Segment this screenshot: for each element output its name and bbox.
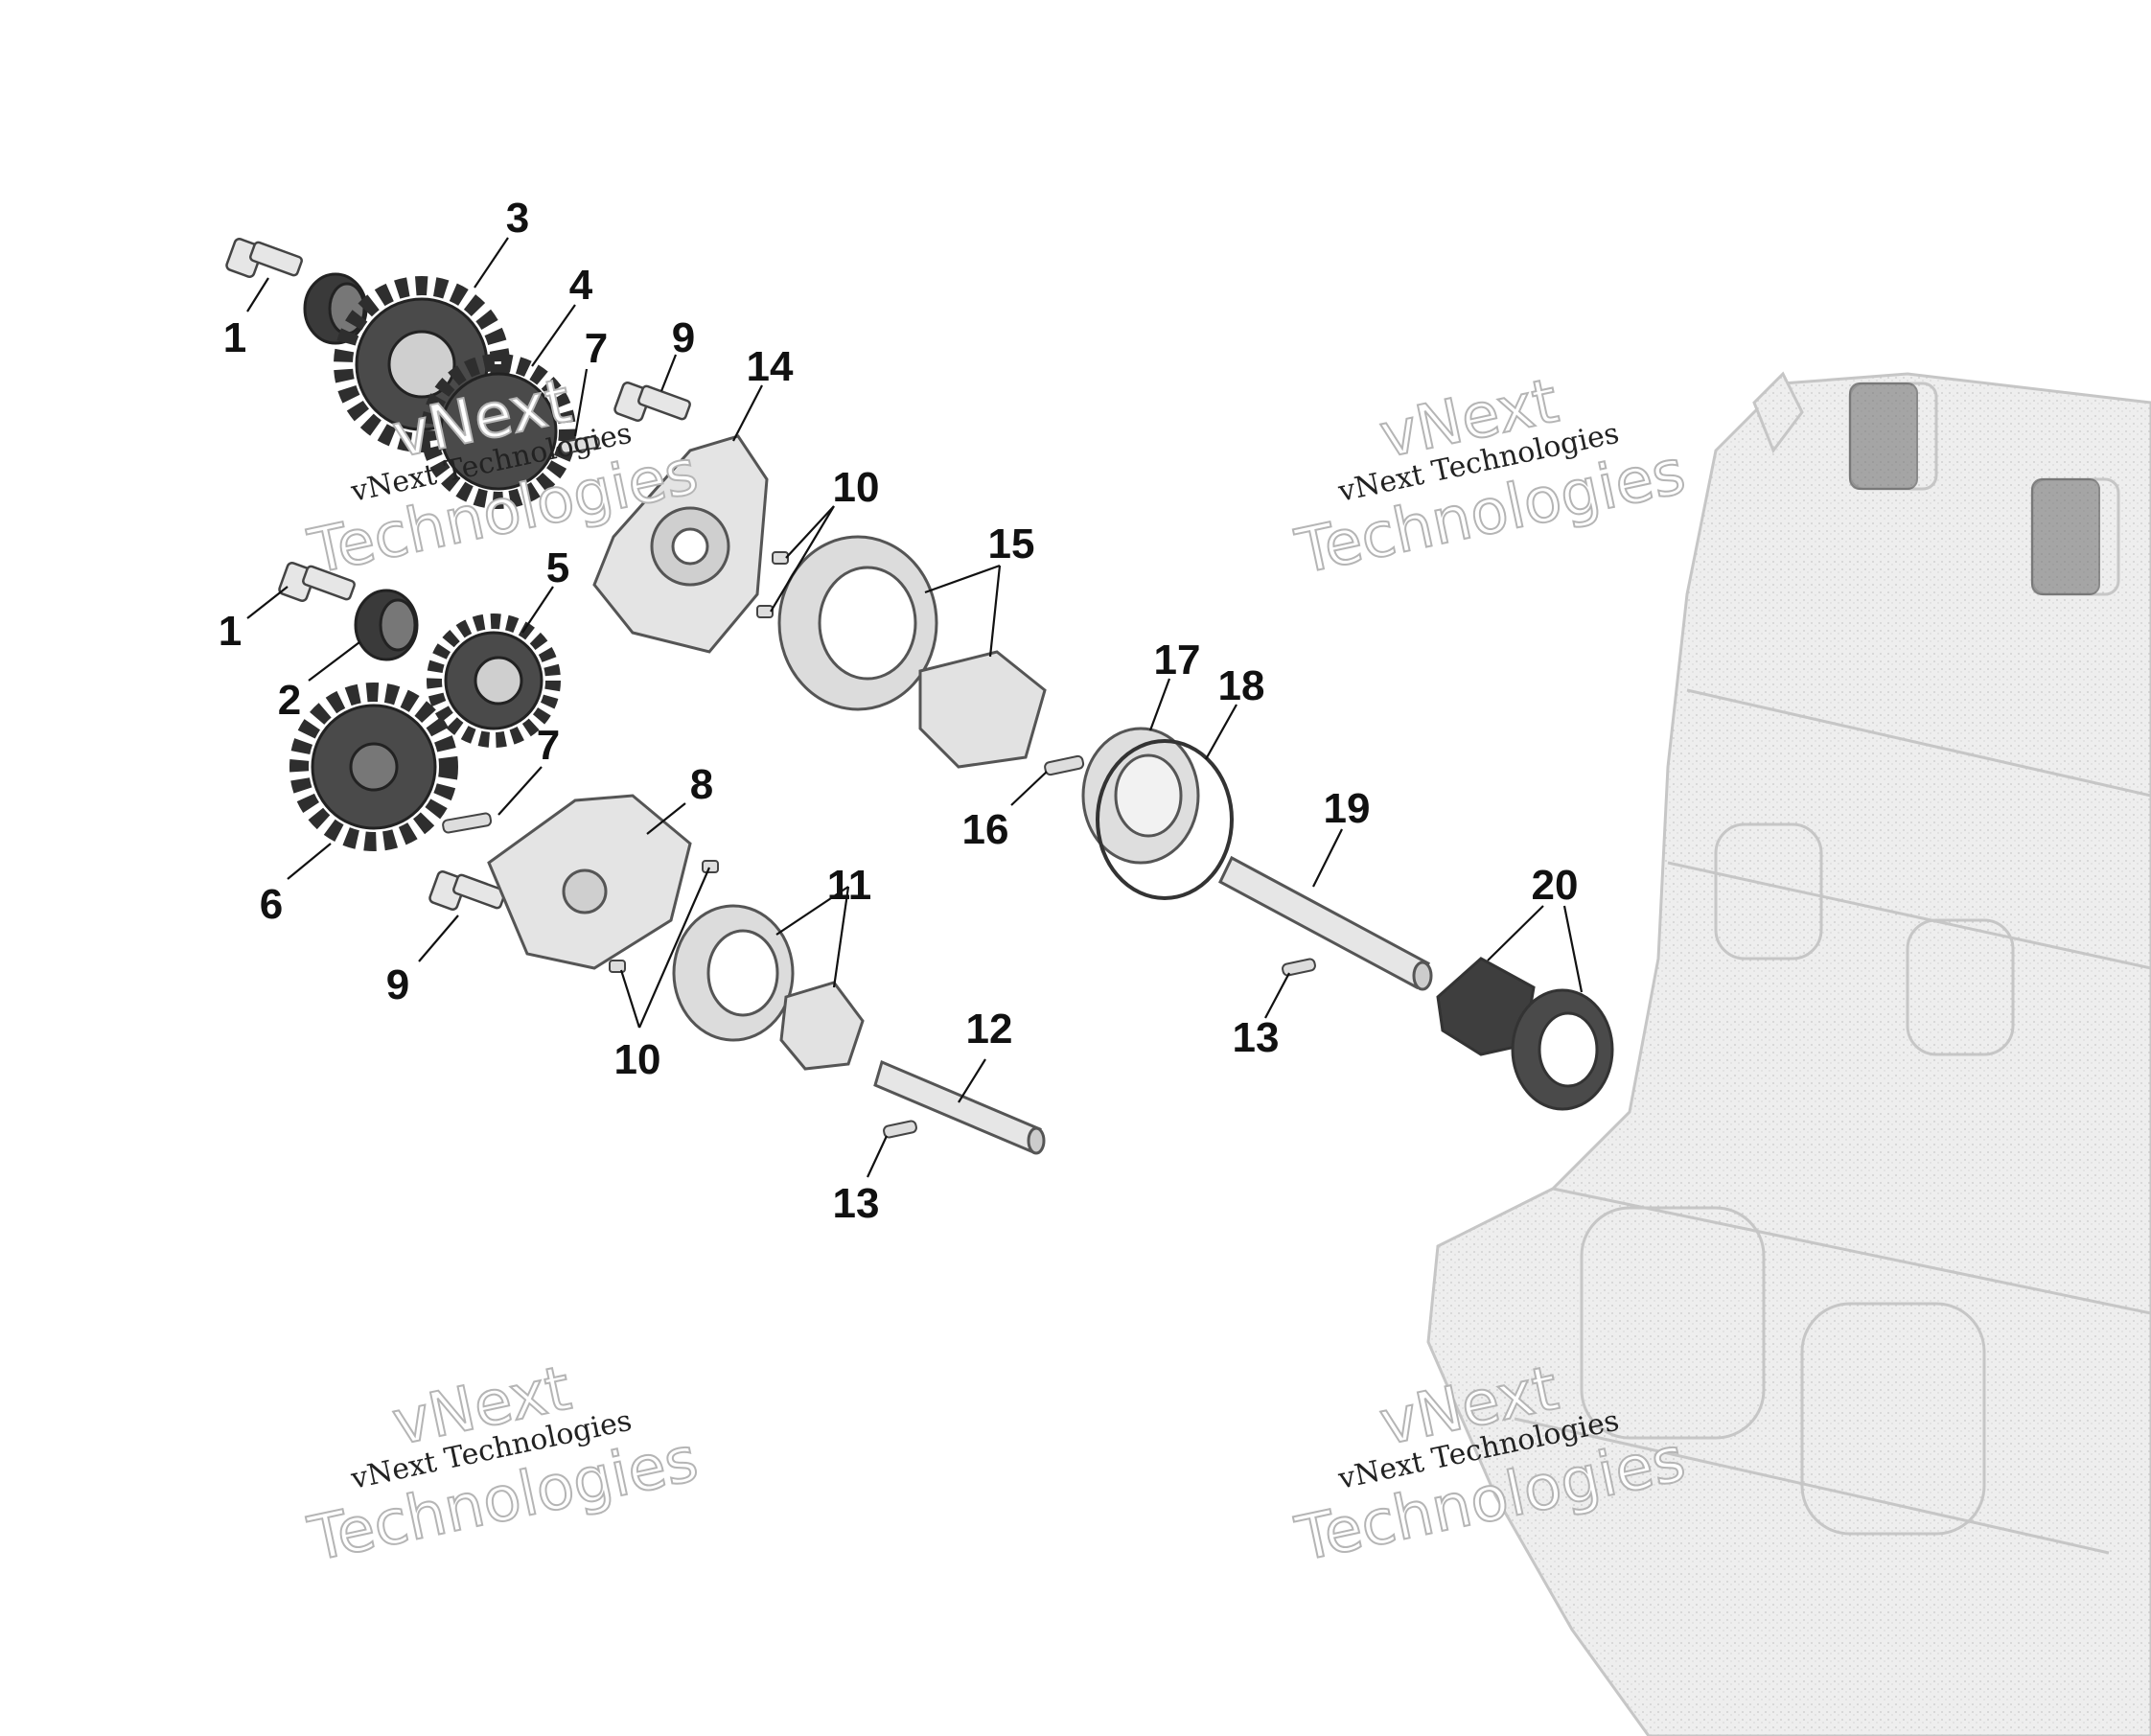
leader-1a [246,277,269,312]
callout-13-lower: 13 [833,1180,880,1227]
leader-17 [1148,678,1171,731]
callout-17: 17 [1154,637,1201,683]
leader-8 [646,802,686,835]
part-7-pin-upper [560,435,600,454]
callout-2: 2 [278,677,301,724]
callout-7-lower: 7 [537,722,560,769]
callout-4: 4 [569,262,593,309]
engine-sensors [1849,382,2100,595]
leader-20-1 [1487,905,1544,961]
leader-5 [521,586,554,634]
callout-18: 18 [1218,662,1265,709]
callout-19: 19 [1324,785,1371,832]
part-12-shaft [873,1059,1046,1155]
spacer-upper [303,272,368,345]
leader-2 [308,641,360,682]
watermark-top-right: vNext Technologies vNext Technologies [1289,365,1693,590]
part-2-spacer [354,589,419,661]
part-19-shaft [1218,855,1433,991]
part-10-dowel-d [609,960,626,973]
leader-10a-1 [785,505,835,559]
part-6-gear [289,683,458,851]
leader-19 [1312,828,1343,888]
leader-10b-1 [637,867,711,1029]
callout-7-upper: 7 [585,325,608,372]
leader-13b [1264,972,1290,1019]
leader-13a [867,1135,888,1178]
leader-3 [474,237,509,289]
leader-10b-2 [619,969,641,1029]
callout-16: 16 [962,806,1009,853]
leader-lines [246,237,1584,1178]
callout-6: 6 [260,881,283,928]
leader-18 [1205,704,1237,760]
leader-11-2 [832,886,850,988]
leader-7b [497,766,543,816]
callout-8: 8 [690,761,713,808]
part-1-bolt-lower [278,562,356,602]
part-10-dowel-b [756,605,774,618]
part-7-pin-lower [442,812,493,834]
part-9-bolt-upper [613,382,691,422]
callout-13-right: 13 [1233,1014,1280,1061]
part-4-gear [421,354,576,509]
callout-15: 15 [988,521,1035,567]
watermark-bottom-left: vNext Technologies vNext Technologies [302,1353,705,1577]
part-10-dowel-a [772,551,789,565]
engine-block [1426,371,2151,1736]
callout-20: 20 [1532,862,1579,909]
callout-10-upper: 10 [833,464,880,511]
part-13-pin-lower [883,1120,917,1139]
part-11-rotor-set [672,904,865,1071]
callout-14: 14 [747,343,794,390]
callout-1-lower: 1 [219,608,242,655]
callout-1-upper: 1 [223,314,246,361]
leader-4 [531,304,576,367]
part-13-pin-right [1282,958,1316,977]
leader-10a-2 [770,505,835,613]
leader-15-2 [988,565,1002,658]
callout-3: 3 [506,195,529,242]
leader-20-2 [1562,905,1584,993]
callout-9-upper: 9 [672,314,695,361]
part-18-o-ring [1096,739,1234,900]
part-10-dowel-c [702,860,719,873]
part-8-pump-cover [487,794,692,970]
leader-11-1 [775,886,849,936]
callout-10-lower: 10 [614,1036,661,1083]
part-9-bolt-lower [428,870,506,911]
callout-9-lower: 9 [386,961,409,1008]
part-20-rotor-set [1436,957,1614,1111]
leader-14 [732,384,763,442]
leader-7a [573,368,589,437]
callout-5: 5 [546,544,569,591]
callout-numbers: 1 1 2 3 4 5 6 7 7 8 9 9 10 10 11 12 13 1… [219,195,1579,1227]
leader-15-1 [924,564,1001,594]
part-5-gear [427,613,561,748]
leader-6 [287,843,332,880]
part-17-pump-housing [1081,727,1200,865]
part-14-pump-cover [592,434,769,654]
part-1-bolt-upper [225,238,303,278]
leader-16 [1010,771,1048,806]
part-15-rotor-set [777,535,1047,769]
part-16-pin [1044,754,1085,776]
leader-9b [418,914,459,962]
callout-11: 11 [827,862,872,909]
leader-12 [958,1058,986,1103]
callout-12: 12 [966,1006,1013,1053]
leader-1b [246,586,289,619]
leader-9a [659,354,678,392]
